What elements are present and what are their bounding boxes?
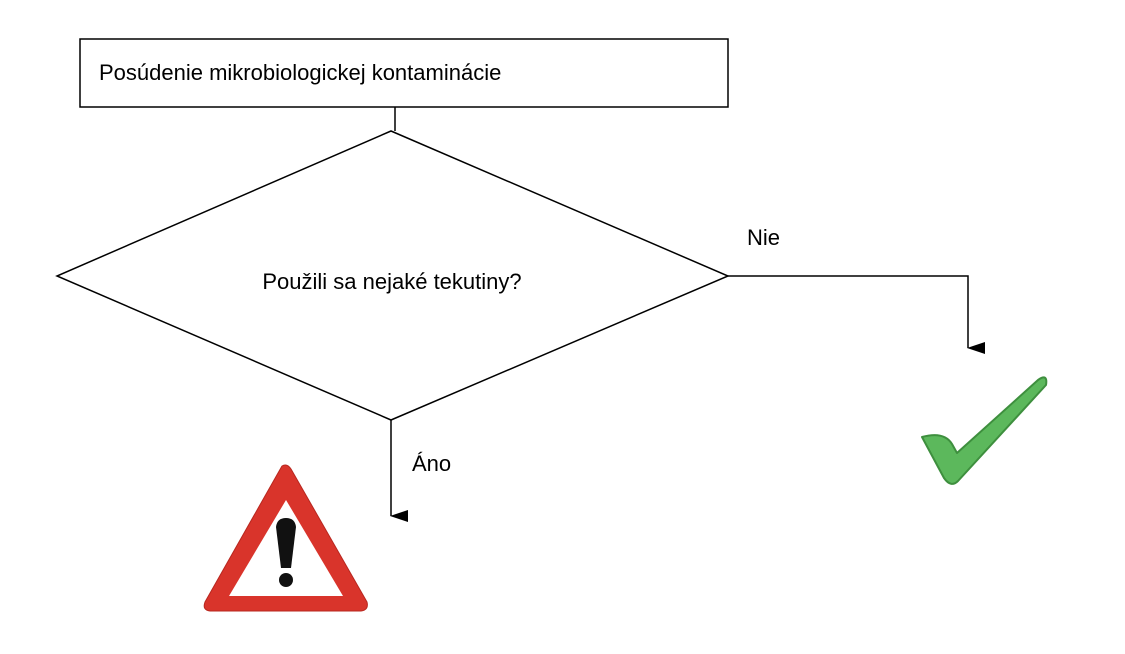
branch-yes-label: Áno <box>412 451 451 476</box>
checkmark-icon <box>921 376 1048 485</box>
branch-no: Nie <box>728 225 985 354</box>
arrow-no <box>728 275 985 354</box>
decision-text: Použili sa nejaké tekutiny? <box>262 269 521 294</box>
assessment-title-box: Posúdenie mikrobiologickej kontaminácie <box>79 38 729 108</box>
branch-yes: Áno <box>390 420 451 522</box>
assessment-title-text: Posúdenie mikrobiologickej kontaminácie <box>99 60 501 85</box>
decision-diamond: Použili sa nejaké tekutiny? <box>55 130 730 421</box>
branch-no-label: Nie <box>747 225 780 250</box>
warning-triangle-icon <box>203 464 368 612</box>
